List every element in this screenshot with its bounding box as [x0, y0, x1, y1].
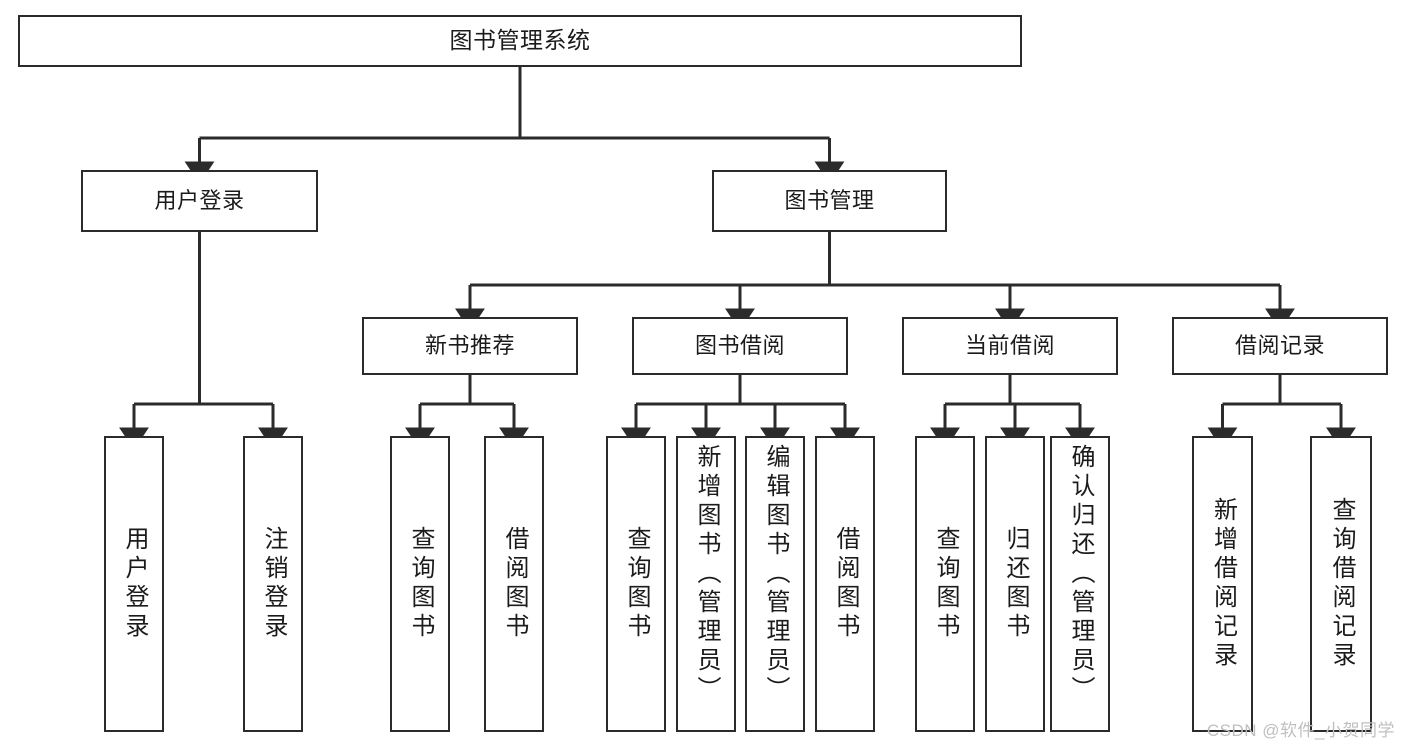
node-l-nb-borrow[interactable]: 借阅图书 [484, 436, 544, 732]
csdn-watermark: CSDN @软件_小贺同学 [1206, 721, 1395, 740]
node-current[interactable]: 当前借阅 [902, 317, 1118, 375]
node-root[interactable]: 图书管理系统 [18, 15, 1022, 67]
node-l-nb-query[interactable]: 查询图书 [390, 436, 450, 732]
node-label: 注销登录 [260, 526, 287, 642]
node-label: 图书管理系统 [449, 27, 591, 54]
node-l-logout[interactable]: 注销登录 [243, 436, 303, 732]
node-l-cu-return[interactable]: 归还图书 [985, 436, 1045, 732]
node-l-bo-query[interactable]: 查询图书 [606, 436, 666, 732]
node-l-login[interactable]: 用户登录 [104, 436, 164, 732]
node-l-re-query[interactable]: 查询借阅记录 [1310, 436, 1372, 732]
node-label: 归还图书 [1002, 526, 1029, 642]
node-label: 借阅记录 [1234, 333, 1325, 359]
node-label: 查询图书 [623, 526, 650, 642]
node-bookmgmt[interactable]: 图书管理 [712, 170, 947, 232]
node-label: 用户登录 [154, 188, 245, 214]
node-label: 查询图书 [932, 526, 959, 642]
node-l-cu-query[interactable]: 查询图书 [915, 436, 975, 732]
node-label: 新增图书（管理员） [693, 444, 720, 705]
node-label: 查询图书 [407, 526, 434, 642]
node-login[interactable]: 用户登录 [81, 170, 318, 232]
node-label: 借阅图书 [501, 526, 528, 642]
node-label: 编辑图书（管理员） [762, 444, 789, 705]
node-label: 确认归还（管理员） [1067, 444, 1094, 705]
node-label: 新增借阅记录 [1209, 497, 1237, 671]
node-borrow[interactable]: 图书借阅 [632, 317, 848, 375]
node-label: 查询借阅记录 [1328, 497, 1355, 671]
node-label: 图书借阅 [694, 333, 785, 359]
node-l-bo-edit[interactable]: 编辑图书（管理员） [745, 436, 805, 732]
node-label: 新书推荐 [424, 333, 515, 359]
node-label: 借阅图书 [832, 526, 859, 642]
node-label: 用户登录 [121, 526, 148, 642]
node-label: 图书管理 [784, 188, 875, 214]
node-records[interactable]: 借阅记录 [1172, 317, 1388, 375]
node-label: 当前借阅 [964, 333, 1055, 359]
node-l-cu-conf[interactable]: 确认归还（管理员） [1050, 436, 1110, 732]
node-l-re-add[interactable]: 新增借阅记录 [1192, 436, 1253, 732]
node-l-bo-lend[interactable]: 借阅图书 [815, 436, 875, 732]
node-l-bo-add[interactable]: 新增图书（管理员） [676, 436, 736, 732]
node-newbook[interactable]: 新书推荐 [362, 317, 578, 375]
